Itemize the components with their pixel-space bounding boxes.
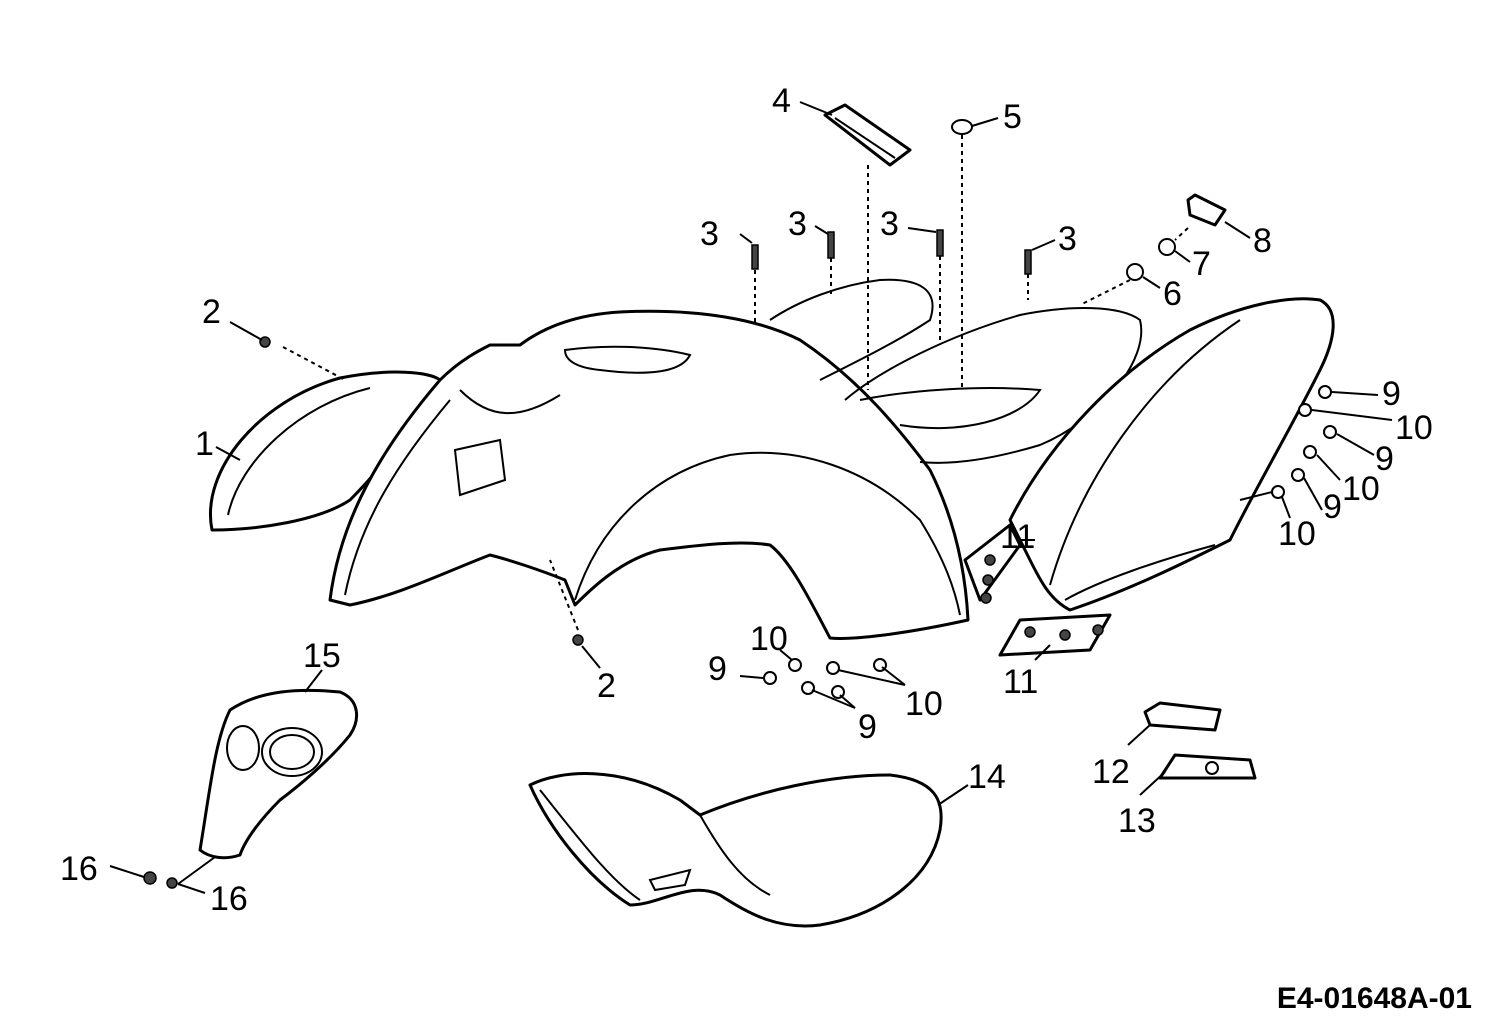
callout-14: 14 [968,758,1006,796]
hardware-9-10-center [763,658,887,699]
part-15-headlight [198,688,359,860]
callout-6: 6 [1163,275,1182,313]
main-fender-body [328,278,1143,640]
part-16-screw-b [166,877,178,889]
callout-3-c: 3 [880,205,899,243]
callout-labels: 4 5 3 3 3 3 6 7 8 2 1 2 9 10 9 10 9 10 1… [60,82,1433,918]
callout-10-c: 10 [1278,515,1316,553]
drawing-code: E4-01648A-01 [1277,982,1472,1015]
callout-15: 15 [303,637,341,675]
part-16-screw-a [143,871,157,885]
callout-2-upper: 2 [202,293,221,331]
leader-lines [109,101,1393,894]
callout-3-d: 3 [1058,220,1077,258]
callout-1: 1 [195,425,214,463]
part-13-plate [1158,753,1257,780]
callout-3-b: 3 [788,205,807,243]
part-14-seat [528,772,943,928]
callout-10-e: 10 [905,685,943,723]
callout-11-a: 11 [1000,518,1035,556]
callout-10-a: 10 [1395,409,1433,447]
rear-fender [1008,297,1335,612]
part-6-washer [1126,263,1144,281]
part-4-pad [823,103,912,167]
callout-7: 7 [1192,245,1211,283]
part-7-washer [1158,238,1176,256]
callout-16-b: 16 [210,880,248,918]
part-12-pad [1143,701,1222,732]
callout-3-a: 3 [700,215,719,253]
part-11-brackets [963,523,1112,657]
part-3-screws [751,229,1032,275]
callout-12: 12 [1092,753,1130,791]
callout-10-b: 10 [1342,470,1380,508]
callout-5: 5 [1003,98,1022,136]
callout-11-b: 11 [1003,663,1038,701]
callout-13: 13 [1118,802,1156,840]
callout-2-lower: 2 [597,667,616,705]
callout-8: 8 [1253,222,1272,260]
part-5-grommet [951,119,973,135]
callout-9-a: 9 [1382,375,1401,413]
part-2-screw-lower [572,634,584,646]
part-8-plate [1186,193,1227,227]
callout-16-a: 16 [60,850,98,888]
callout-9-e: 9 [858,708,877,746]
assembly-lines [282,135,1189,631]
callout-10-d: 10 [750,620,788,658]
callout-9-b: 9 [1375,440,1394,478]
callout-4: 4 [772,82,791,120]
callout-9-c: 9 [1323,488,1342,526]
callout-9-d: 9 [708,650,727,688]
hardware-9-10-right [1271,385,1337,499]
part-2-screw-upper [259,336,271,348]
